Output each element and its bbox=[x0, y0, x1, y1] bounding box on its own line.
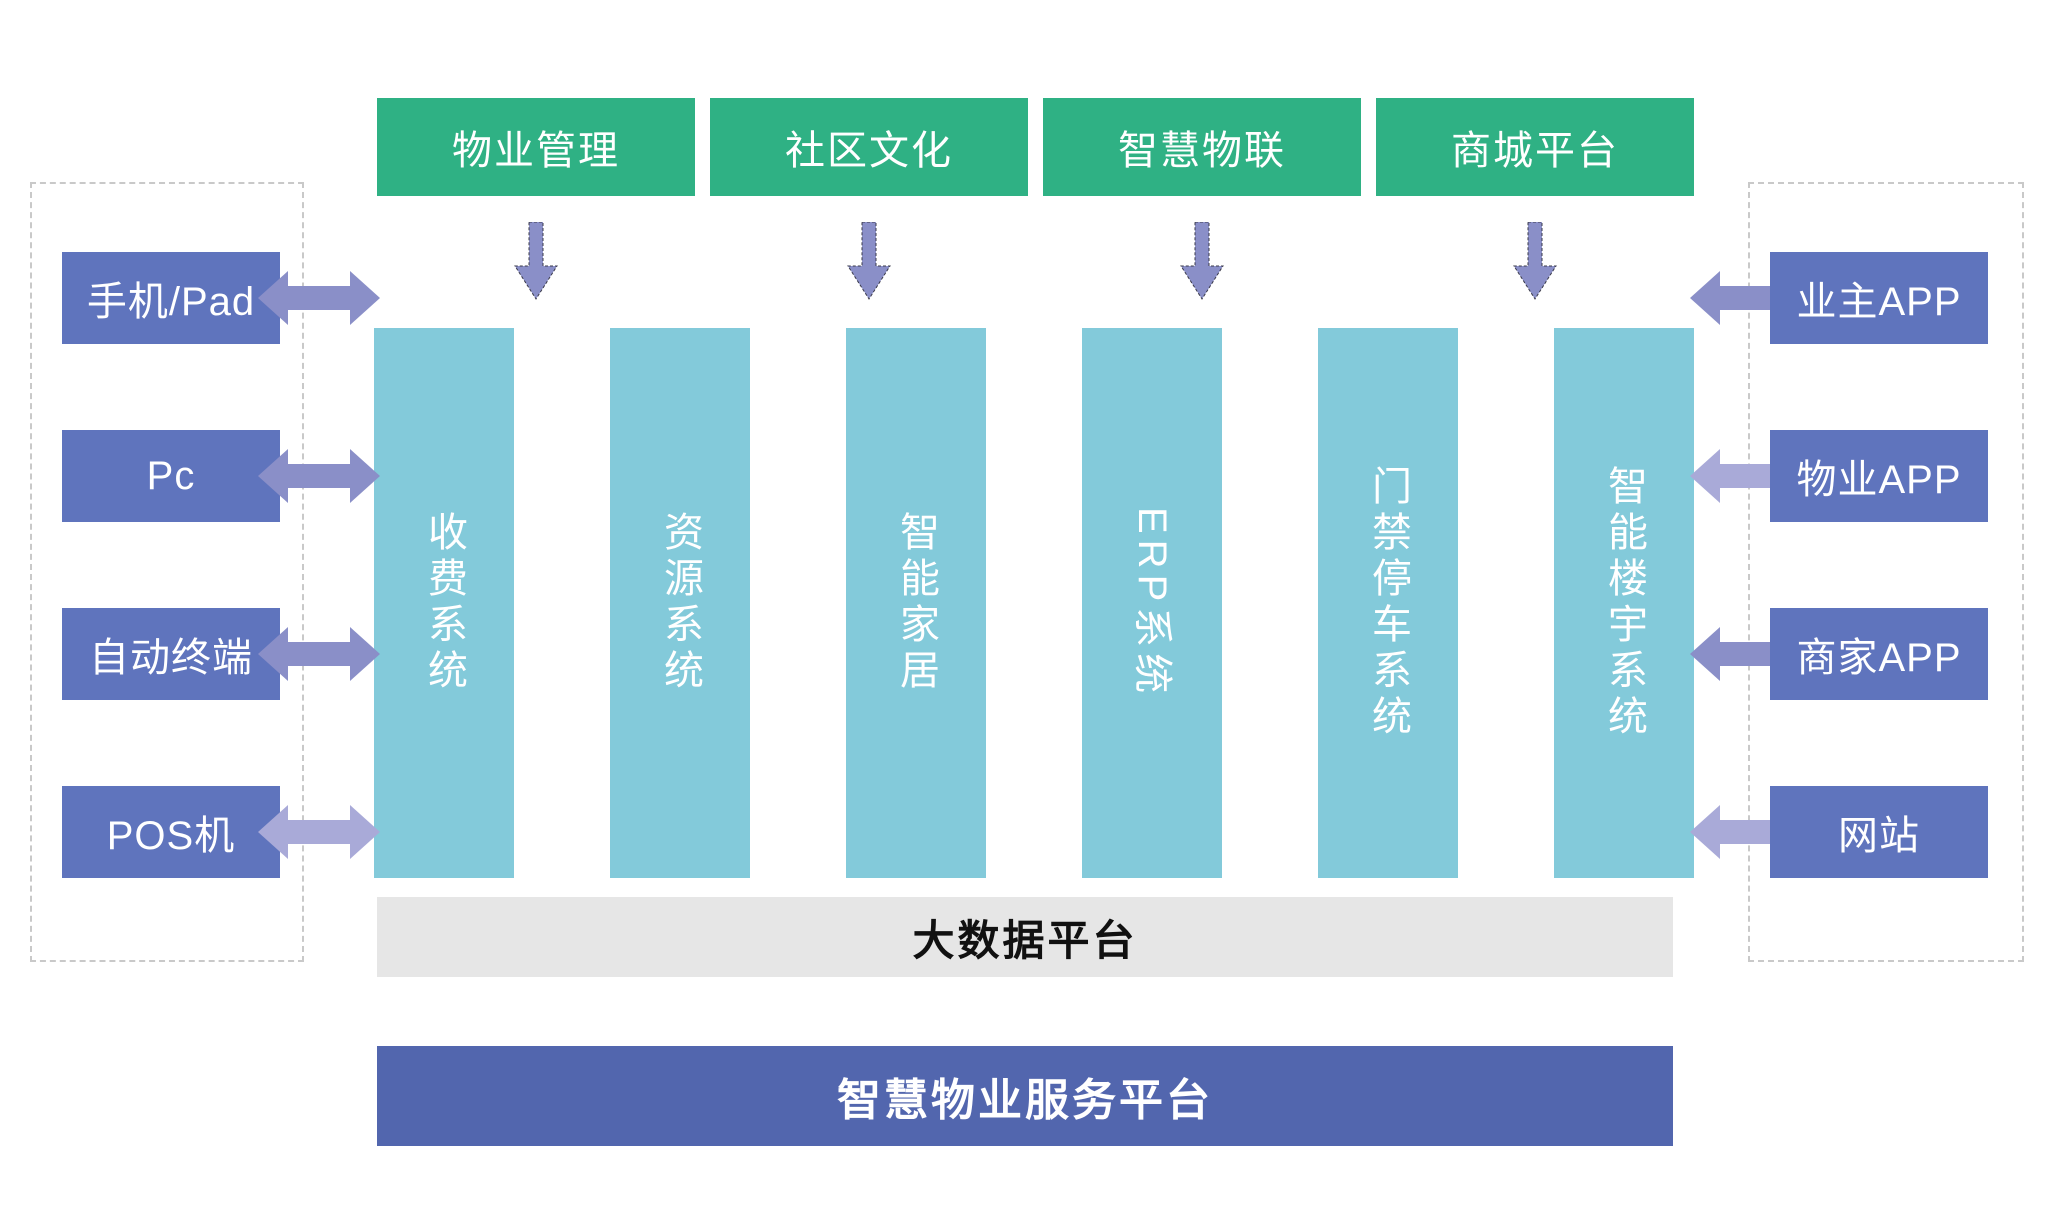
system-column-charging[interactable]: 收费系统 bbox=[374, 328, 514, 878]
channel-box-mall-platform[interactable]: 商城平台 bbox=[1376, 98, 1694, 196]
system-column-label: 收费系统 bbox=[422, 511, 466, 695]
right-client-group-frame bbox=[1748, 182, 2024, 962]
bidirectional-arrow-icon-right-3 bbox=[1690, 625, 1812, 683]
bigdata-platform-bar[interactable]: 大数据平台 bbox=[377, 897, 1673, 977]
terminal-box-mobile-pad[interactable]: 手机/Pad bbox=[62, 252, 280, 344]
terminal-box-self-service[interactable]: 自动终端 bbox=[62, 608, 280, 700]
channel-box-property-management[interactable]: 物业管理 bbox=[377, 98, 695, 196]
bidirectional-arrow-icon-left-3 bbox=[258, 625, 380, 683]
system-column-resource[interactable]: 资源系统 bbox=[610, 328, 750, 878]
bidirectional-arrow-icon-right-1 bbox=[1690, 269, 1812, 327]
bidirectional-arrow-icon-left-4 bbox=[258, 803, 380, 861]
client-box-website[interactable]: 网站 bbox=[1770, 786, 1988, 878]
system-column-smart-home[interactable]: 智能家居 bbox=[846, 328, 986, 878]
channel-box-smart-iot[interactable]: 智慧物联 bbox=[1043, 98, 1361, 196]
system-column-label: 资源系统 bbox=[658, 511, 702, 695]
bidirectional-arrow-icon-right-4 bbox=[1690, 803, 1812, 861]
terminal-box-pc[interactable]: Pc bbox=[62, 430, 280, 522]
smart-property-service-platform-bar[interactable]: 智慧物业服务平台 bbox=[377, 1046, 1673, 1146]
client-box-property-app[interactable]: 物业APP bbox=[1770, 430, 1988, 522]
down-arrow-icon-2 bbox=[846, 222, 892, 300]
channel-box-community-culture[interactable]: 社区文化 bbox=[710, 98, 1028, 196]
system-column-label: 智能楼宇系统 bbox=[1602, 465, 1646, 741]
system-column-label: 智能家居 bbox=[894, 511, 938, 695]
system-column-erp[interactable]: ERP系统 bbox=[1082, 328, 1222, 878]
down-arrow-icon-1 bbox=[513, 222, 559, 300]
down-arrow-icon-4 bbox=[1512, 222, 1558, 300]
client-box-owner-app[interactable]: 业主APP bbox=[1770, 252, 1988, 344]
bidirectional-arrow-icon-left-1 bbox=[258, 269, 380, 327]
client-box-merchant-app[interactable]: 商家APP bbox=[1770, 608, 1988, 700]
system-column-label: ERP系统 bbox=[1130, 506, 1174, 700]
terminal-box-pos[interactable]: POS机 bbox=[62, 786, 280, 878]
system-column-access-parking[interactable]: 门禁停车系统 bbox=[1318, 328, 1458, 878]
system-column-label: 门禁停车系统 bbox=[1366, 465, 1410, 741]
bidirectional-arrow-icon-right-2 bbox=[1690, 447, 1812, 505]
left-terminal-group-frame bbox=[30, 182, 304, 962]
down-arrow-icon-3 bbox=[1179, 222, 1225, 300]
system-column-smart-building[interactable]: 智能楼宇系统 bbox=[1554, 328, 1694, 878]
bidirectional-arrow-icon-left-2 bbox=[258, 447, 380, 505]
